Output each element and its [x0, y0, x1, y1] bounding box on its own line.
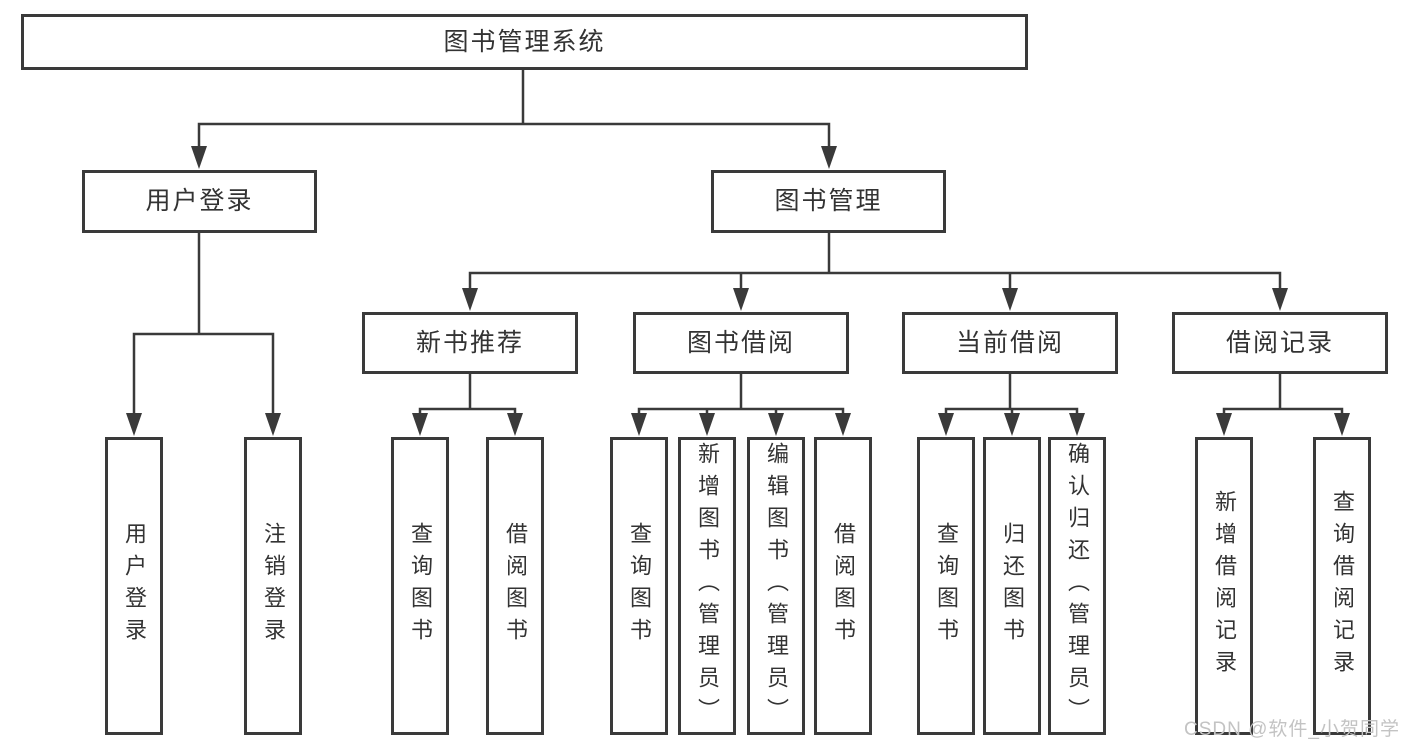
- connector-borrow-records-branch: [1222, 374, 1344, 418]
- arrowhead: [733, 288, 749, 311]
- node-new-book-recommend: 新书推荐: [362, 312, 578, 374]
- connector-current-borrow-branch: [944, 374, 1079, 418]
- leaf-label: 查询图书: [934, 522, 959, 650]
- node-book-borrow: 图书借阅: [633, 312, 849, 374]
- leaf-user-login: 用户登录: [105, 437, 163, 735]
- arrowhead: [835, 413, 851, 436]
- leaf-label: 借阅图书: [831, 522, 856, 650]
- connector-root-to-level2: [197, 68, 831, 150]
- connector-book-borrow-branch: [637, 374, 845, 418]
- arrowhead: [1272, 288, 1288, 311]
- leaf-label: 查询借阅记录: [1330, 490, 1355, 682]
- connector-new-book-branch: [418, 374, 517, 418]
- node-library-management-system: 图书管理系统: [21, 14, 1028, 70]
- leaf-add-book-admin: 新增图书（管理员）: [678, 437, 736, 735]
- arrowhead: [462, 288, 478, 311]
- node-user-login: 用户登录: [82, 170, 317, 233]
- leaf-label: 确认归还（管理员）: [1065, 442, 1090, 730]
- leaf-add-borrow-record: 新增借阅记录: [1195, 437, 1253, 735]
- leaf-label: 查询图书: [408, 522, 433, 650]
- leaf-label: 查询图书: [627, 522, 652, 650]
- arrowhead: [1004, 413, 1020, 436]
- arrowhead: [126, 413, 142, 436]
- leaf-edit-book-admin: 编辑图书（管理员）: [747, 437, 805, 735]
- arrowhead: [938, 413, 954, 436]
- leaf-query-books: 查询图书: [610, 437, 668, 735]
- arrowhead: [412, 413, 428, 436]
- arrowhead: [631, 413, 647, 436]
- leaf-label: 新增图书（管理员）: [695, 442, 720, 730]
- leaf-borrow-books: 借阅图书: [486, 437, 544, 735]
- arrowhead: [821, 146, 837, 169]
- leaf-query-books: 查询图书: [391, 437, 449, 735]
- arrowhead: [191, 146, 207, 169]
- arrowhead: [1069, 413, 1085, 436]
- arrowhead: [507, 413, 523, 436]
- node-book-management: 图书管理: [711, 170, 946, 233]
- arrowhead: [1216, 413, 1232, 436]
- leaf-label: 借阅图书: [503, 522, 528, 650]
- arrowhead: [699, 413, 715, 436]
- leaf-logout: 注销登录: [244, 437, 302, 735]
- leaf-return-books: 归还图书: [983, 437, 1041, 735]
- csdn-watermark: CSDN @软件_小贺同学: [1184, 719, 1400, 740]
- node-current-borrow: 当前借阅: [902, 312, 1118, 374]
- leaf-label: 用户登录: [122, 522, 147, 650]
- leaf-label: 注销登录: [261, 522, 286, 650]
- arrowhead: [1334, 413, 1350, 436]
- leaf-label: 归还图书: [1000, 522, 1025, 650]
- connector-user-login-branch: [132, 233, 275, 420]
- arrowhead: [1002, 288, 1018, 311]
- leaf-borrow-books: 借阅图书: [814, 437, 872, 735]
- node-borrow-records: 借阅记录: [1172, 312, 1388, 374]
- connector-book-mgmt-to-level3: [468, 233, 1282, 292]
- leaf-confirm-return-admin: 确认归还（管理员）: [1048, 437, 1106, 735]
- arrowhead: [265, 413, 281, 436]
- arrowhead: [768, 413, 784, 436]
- leaf-query-books: 查询图书: [917, 437, 975, 735]
- leaf-query-borrow-record: 查询借阅记录: [1313, 437, 1371, 735]
- leaf-label: 编辑图书（管理员）: [764, 442, 789, 730]
- leaf-label: 新增借阅记录: [1212, 490, 1237, 682]
